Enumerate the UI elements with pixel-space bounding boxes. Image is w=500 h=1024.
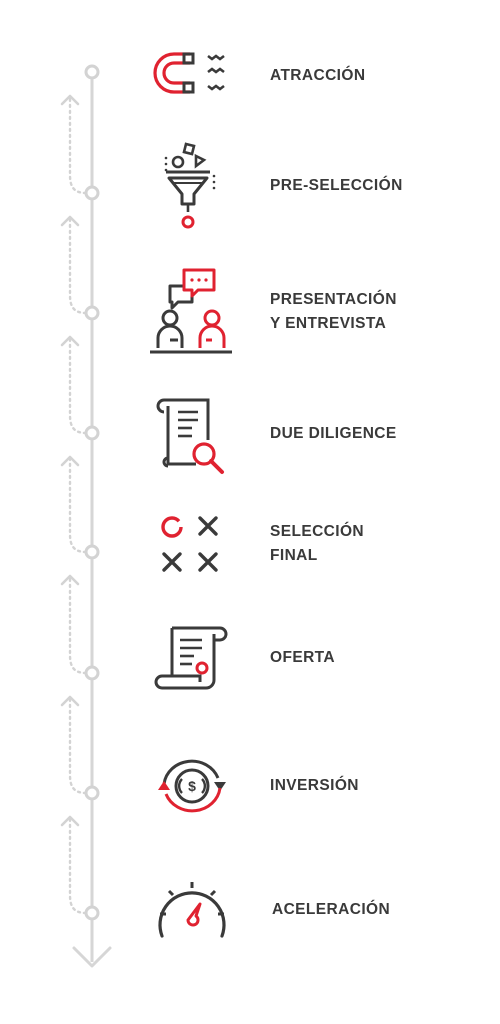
step-label-presentacion: PRESENTACIÓN Y ENTREVISTA [270, 288, 397, 336]
document-search-icon [156, 398, 224, 474]
timeline-end-chevron-icon [72, 946, 112, 968]
tic-tac-toe-icon [161, 516, 218, 572]
timeline-node [84, 665, 100, 681]
timeline-node [84, 425, 100, 441]
loop-arrow-up-icon [60, 335, 80, 347]
investment-cycle-icon: $ [158, 759, 226, 813]
svg-text:$: $ [188, 778, 196, 794]
step-label-line: PRESENTACIÓN [270, 291, 397, 308]
timeline-node [84, 785, 100, 801]
timeline-node [84, 905, 100, 921]
step-label-inversion: INVERSIÓN [270, 774, 359, 798]
speedometer-icon [158, 882, 226, 938]
loop-arrow-up-icon [60, 574, 80, 586]
loop-arrow-up-icon [60, 215, 80, 227]
feedback-loop [68, 815, 88, 915]
feedback-loop [68, 94, 88, 195]
step-label-line: OFERTA [270, 649, 335, 666]
step-label-line: INVERSIÓN [270, 777, 359, 794]
feedback-loop [68, 574, 88, 675]
feedback-loop [68, 695, 88, 795]
step-label-due-diligence: DUE DILIGENCE [270, 422, 397, 446]
feedback-loop [68, 335, 88, 435]
step-label-line: Y ENTREVISTA [270, 315, 387, 332]
loop-arrow-up-icon [60, 94, 80, 106]
feedback-loop [68, 455, 88, 554]
step-label-preseleccion: PRE-SELECCIÓN [270, 174, 403, 198]
funnel-icon [164, 142, 216, 229]
loop-arrow-up-icon [60, 455, 80, 467]
step-label-line: PRE-SELECCIÓN [270, 177, 403, 194]
step-label-line: ATRACCIÓN [270, 67, 366, 84]
step-label-line: ACELERACIÓN [272, 901, 391, 918]
interview-icon [150, 268, 232, 354]
timeline-node [84, 185, 100, 201]
timeline-node [84, 305, 100, 321]
step-label-line: DUE DILIGENCE [270, 425, 397, 442]
timeline-node [84, 544, 100, 560]
timeline-node [84, 64, 100, 80]
contract-icon [154, 626, 228, 690]
loop-arrow-up-icon [60, 815, 80, 827]
loop-arrow-up-icon [60, 695, 80, 707]
magnet-icon [153, 52, 225, 94]
step-label-oferta: OFERTA [270, 646, 335, 670]
step-label-line: SELECCIÓN [270, 523, 365, 540]
feedback-loop [68, 215, 88, 315]
step-label-line: FINAL [270, 547, 318, 564]
step-label-atraccion: ATRACCIÓN [270, 64, 365, 88]
step-label-aceleracion: ACELERACIÓN [272, 898, 390, 922]
step-label-seleccion-final: SELECCIÓN FINAL [270, 520, 364, 568]
